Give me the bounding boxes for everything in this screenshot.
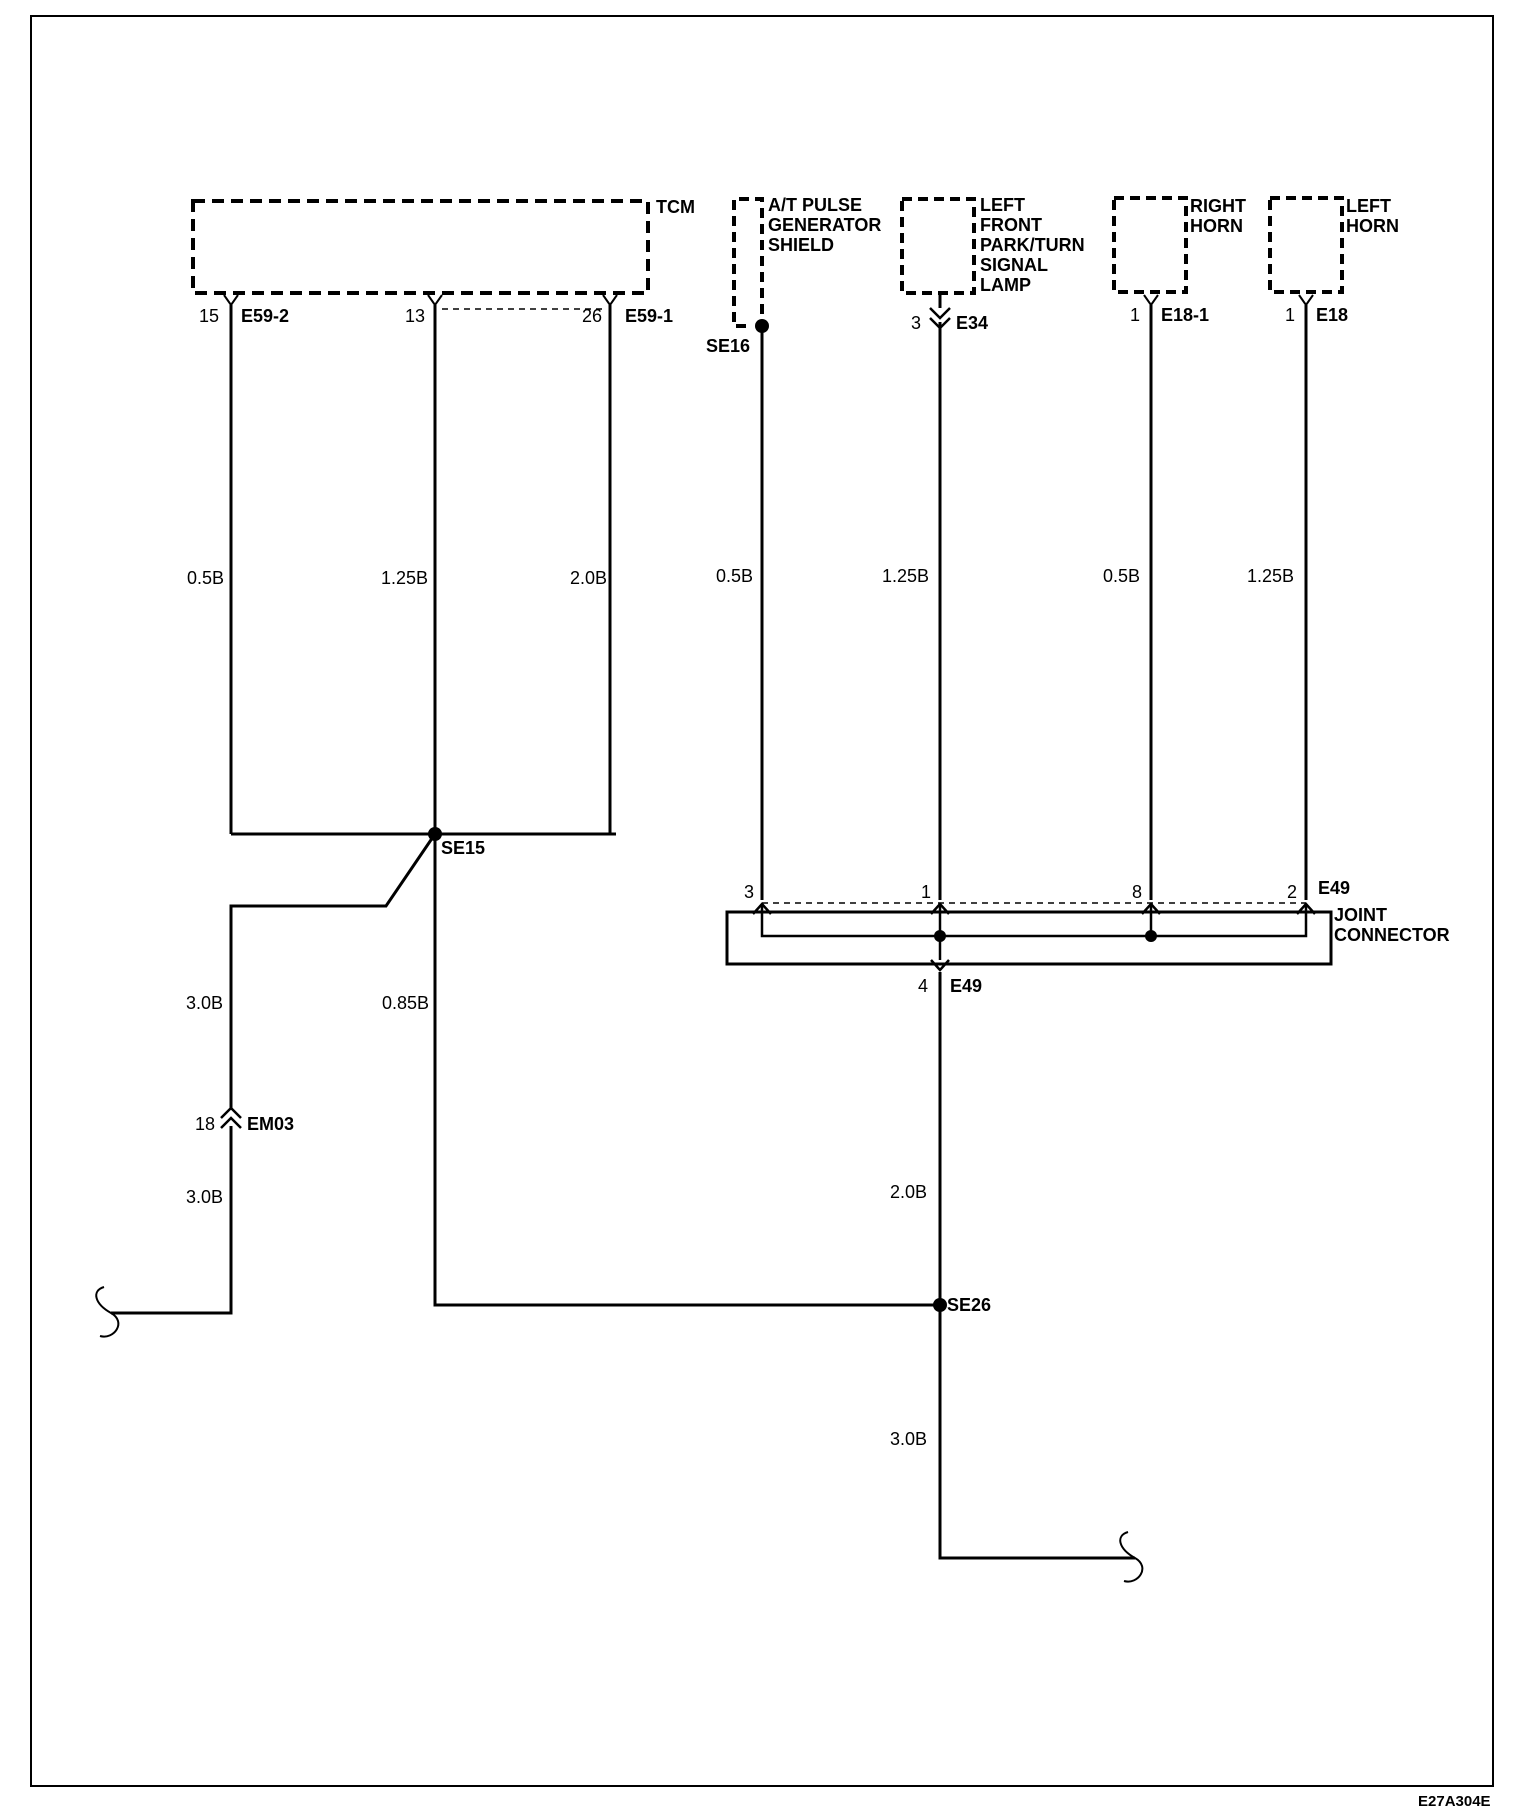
wire-label-tcm-15: 0.5B [187, 568, 224, 588]
right-horn-box [1112, 196, 1188, 294]
left-front-park-turn-signal-lamp-component: LEFT FRONT PARK/TURN SIGNAL LAMP [900, 195, 1085, 295]
joint-connector-bus [760, 904, 1308, 938]
at-pulse-generator-shield-component: A/T PULSE GENERATOR SHIELD [732, 195, 881, 328]
wire-em03-out [111, 1126, 233, 1315]
joint-connector-label-line-2: CONNECTOR [1334, 925, 1450, 945]
tcm-box [191, 199, 650, 295]
em03-connector: 18 EM03 [195, 1106, 294, 1134]
e49-pin-4-label: 4 [918, 976, 928, 996]
wire-label-e49-to-se26: 2.0B [890, 1182, 927, 1202]
wire-label-em03-out: 3.0B [186, 1187, 223, 1207]
splice-se26-dot [933, 1298, 947, 1312]
pin-receptacle-icon [1296, 902, 1316, 915]
e34-pin-3-label: 3 [911, 313, 921, 333]
left-horn-label-line-2: HORN [1346, 216, 1399, 236]
right-horn-component: RIGHT HORN [1112, 196, 1246, 294]
lamp-label-line-2: FRONT [980, 215, 1042, 235]
pin-receptacle-icon [930, 902, 950, 915]
tcm-label: TCM [656, 197, 695, 217]
connector-chevron-icon [929, 307, 951, 330]
wire-label-left-horn: 1.25B [1247, 566, 1294, 586]
e18-label: E18 [1316, 305, 1348, 325]
wire-label-tcm-13: 1.25B [381, 568, 428, 588]
pin-13-label: 13 [405, 306, 425, 326]
e49-pin-3-label: 3 [744, 882, 754, 902]
connector-e59-2-label: E59-2 [241, 306, 289, 326]
e18-1-pin-1-label: 1 [1130, 305, 1140, 325]
left-horn-box [1268, 196, 1344, 294]
shield-label-line-1: A/T PULSE [768, 195, 862, 215]
lamp-label-line-5: LAMP [980, 275, 1031, 295]
right-horn-label-line-1: RIGHT [1190, 196, 1246, 216]
tcm-connector-pins: 15 E59-2 13 26 E59-1 [199, 294, 673, 326]
joint-connector-label-line-1: JOINT [1334, 905, 1387, 925]
tcm-component: TCM [191, 197, 695, 295]
lamp-box [900, 197, 976, 295]
right-side-wires [760, 305, 1308, 1560]
pin-receptacle-icon [1141, 902, 1161, 915]
splice-se16-dot [755, 319, 769, 333]
splice-se15-label: SE15 [441, 838, 485, 858]
wire-label-right-horn: 0.5B [1103, 566, 1140, 586]
wire-label-se16: 0.5B [716, 566, 753, 586]
splice-se15-dot [428, 827, 442, 841]
wire-end-break-icon [1119, 1531, 1144, 1583]
wire-label-tcm-26: 2.0B [570, 568, 607, 588]
tcm-wires [111, 305, 940, 1315]
joint-connector-box [725, 910, 1333, 966]
left-horn-label-line-1: LEFT [1346, 196, 1391, 216]
shield-label-line-2: GENERATOR [768, 215, 881, 235]
wire-label-se26-out: 3.0B [890, 1429, 927, 1449]
pin-receptacle-icon [752, 902, 772, 915]
joint-splice-dot [1145, 930, 1157, 942]
connector-e59-1-label: E59-1 [625, 306, 673, 326]
diagram-frame [30, 15, 1494, 1787]
lamp-label-line-1: LEFT [980, 195, 1025, 215]
wire-se15-to-em03 [229, 833, 437, 1110]
splice-se16-label: SE16 [706, 336, 750, 356]
wire-label-e34: 1.25B [882, 566, 929, 586]
left-horn-component: LEFT HORN [1268, 196, 1399, 294]
e49-pin-2-label: 2 [1287, 882, 1297, 902]
shield-outline [732, 197, 764, 328]
wire-se15-to-se26 [433, 834, 940, 1307]
wire-end-break-icon [95, 1286, 120, 1338]
em03-label: EM03 [247, 1114, 294, 1134]
pin-terminal-icon [930, 959, 950, 972]
joint-splice-dot [934, 930, 946, 942]
pin-terminal-icon [602, 294, 618, 307]
shield-label-line-3: SHIELD [768, 235, 834, 255]
pin-terminal-icon [427, 294, 443, 307]
e34-label: E34 [956, 313, 988, 333]
connector-chevron-icon [220, 1106, 242, 1129]
pin-15-label: 15 [199, 306, 219, 326]
pin-terminal-icon [1298, 294, 1314, 307]
e18-pin-1-label: 1 [1285, 305, 1295, 325]
em03-pin-18-label: 18 [195, 1114, 215, 1134]
right-horn-label-line-2: HORN [1190, 216, 1243, 236]
splice-se26-label: SE26 [947, 1295, 991, 1315]
wire-se26-out [938, 1305, 1135, 1560]
wire-label-se15-to-se26: 0.85B [382, 993, 429, 1013]
e49-pin-8-label: 8 [1132, 882, 1142, 902]
figure-code: E27A304E [1418, 1793, 1491, 1810]
wire-label-se15-to-em03: 3.0B [186, 993, 223, 1013]
e49-bottom-label: E49 [950, 976, 982, 996]
pin-26-label: 26 [582, 306, 602, 326]
pin-terminal-icon [1143, 294, 1159, 307]
joint-connector: 3 1 8 2 E49 JOINT CONNECTOR 4 E49 [725, 878, 1450, 996]
lamp-label-line-4: SIGNAL [980, 255, 1048, 275]
lamp-label-line-3: PARK/TURN [980, 235, 1085, 255]
pin-terminal-icon [223, 294, 239, 307]
e49-pin-1-label: 1 [921, 882, 931, 902]
e18-1-label: E18-1 [1161, 305, 1209, 325]
e49-top-label: E49 [1318, 878, 1350, 898]
